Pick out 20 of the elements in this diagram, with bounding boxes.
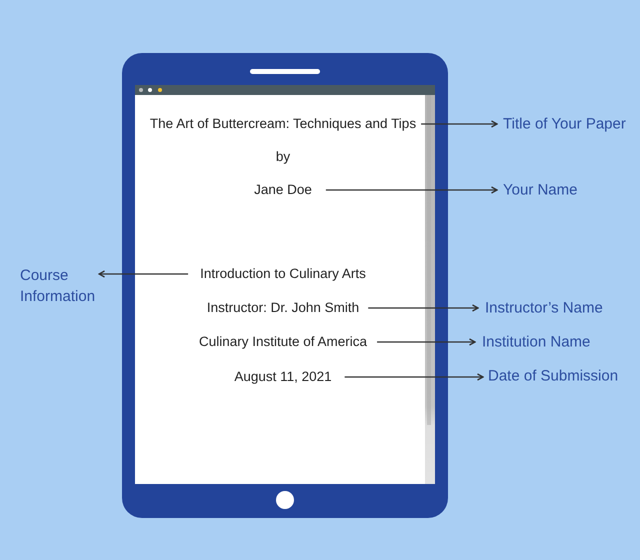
document-text-line: The Art of Buttercream: Techniques and Tips bbox=[150, 116, 416, 132]
callout-label: Your Name bbox=[503, 180, 578, 200]
arrow bbox=[368, 304, 479, 312]
arrow bbox=[421, 120, 498, 128]
document-text-line: August 11, 2021 bbox=[234, 369, 332, 385]
arrow bbox=[377, 338, 476, 346]
callout-label: Title of Your Paper bbox=[503, 114, 626, 134]
arrow bbox=[98, 270, 188, 278]
arrow bbox=[326, 186, 498, 194]
callout-label: Institution Name bbox=[482, 332, 590, 352]
document-text-line: Introduction to Culinary Arts bbox=[200, 266, 366, 282]
byline-text: by bbox=[276, 149, 290, 165]
document-text-line: Jane Doe bbox=[254, 182, 312, 198]
tablet-device bbox=[122, 53, 448, 518]
document-text-line: Instructor: Dr. John Smith bbox=[206, 300, 360, 316]
callout-label: Instructor’s Name bbox=[485, 298, 603, 318]
callout-label: Course Information bbox=[20, 265, 96, 307]
arrow bbox=[344, 373, 484, 381]
callout-label: Date of Submission bbox=[488, 366, 618, 386]
document-text-line: Culinary Institute of America bbox=[198, 334, 368, 350]
